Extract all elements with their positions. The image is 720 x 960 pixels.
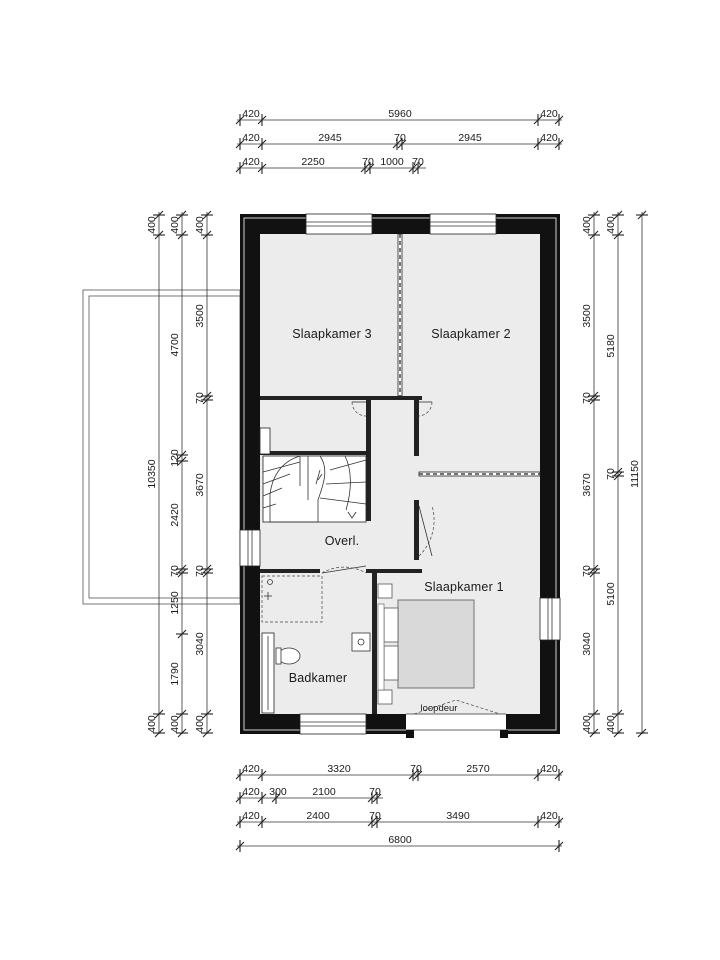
dim-right-mid-e: 400 xyxy=(605,715,617,733)
dim-left-outer-b: 10350 xyxy=(146,459,158,488)
dim-top-r2-c: 70 xyxy=(394,132,406,144)
label-slaapkamer-1: Slaapkamer 1 xyxy=(424,580,504,594)
dim-left-mid-b: 4700 xyxy=(169,333,181,357)
label-slaapkamer-2: Slaapkamer 2 xyxy=(431,327,511,341)
label-slaapkamer-3: Slaapkamer 3 xyxy=(292,327,372,341)
dim-top-r2-a: 420 xyxy=(242,132,260,144)
dim-left-inner-f: 3040 xyxy=(194,632,206,656)
right-dimensions: 400 3500 70 3670 70 3040 400 400 5180 70… xyxy=(581,210,648,738)
dim-bot-r3-e: 420 xyxy=(540,810,558,822)
top-dimensions: 420 5960 420 420 2945 70 2945 420 420 22… xyxy=(235,108,564,174)
dim-top-r1-c: 420 xyxy=(540,108,558,120)
dim-left-mid-f: 1250 xyxy=(169,591,181,615)
dim-right-inner-d: 3670 xyxy=(581,473,593,497)
dim-bot-r3-a: 420 xyxy=(242,810,260,822)
dim-bot-r2-d: 70 xyxy=(369,786,381,798)
dim-right-inner-b: 3500 xyxy=(581,304,593,328)
dim-bot-r2-b: 300 xyxy=(269,786,287,798)
dim-bot-r3-d: 3490 xyxy=(446,810,470,822)
dim-right-total: 11150 xyxy=(629,460,641,488)
door-swings xyxy=(321,401,435,574)
dim-left-mid-c: 120 xyxy=(169,449,181,467)
dim-top-r2-d: 2945 xyxy=(458,132,482,144)
windows xyxy=(239,213,561,735)
dim-left-mid-e: 70 xyxy=(169,565,181,577)
dim-top-r3-e: 70 xyxy=(412,156,424,168)
room-labels: Slaapkamer 3 Slaapkamer 2 Overl. Slaapka… xyxy=(289,327,511,714)
dim-left-inner-d: 3670 xyxy=(194,473,206,497)
dim-top-r1-a: 420 xyxy=(242,108,260,120)
bathroom-fixtures xyxy=(261,575,371,665)
dim-top-r1-b: 5960 xyxy=(388,108,412,120)
dim-left-inner-g: 400 xyxy=(194,715,206,733)
dim-bot-r1-c: 70 xyxy=(410,763,422,775)
loopdeur-opening xyxy=(406,699,508,738)
dim-bot-r3-b: 2400 xyxy=(306,810,330,822)
dim-left-inner-e: 70 xyxy=(194,565,206,577)
dim-right-inner-a: 400 xyxy=(581,216,593,234)
dim-left-outer-c: 400 xyxy=(146,715,158,733)
dim-right-mid-c: 70 xyxy=(605,468,617,480)
label-loopdeur: loopdeur xyxy=(421,703,458,714)
label-overloop: Overl. xyxy=(325,534,360,548)
dim-left-mid-a: 400 xyxy=(169,216,181,234)
staircase xyxy=(262,455,367,523)
interior-walls xyxy=(259,233,541,714)
dim-right-inner-e: 70 xyxy=(581,565,593,577)
dim-right-inner-c: 70 xyxy=(581,392,593,404)
bottom-dimensions: 420 3320 70 2570 420 420 300 2100 70 420… xyxy=(235,763,564,852)
left-dimensions: 400 10350 400 400 4700 120 2420 70 1250 … xyxy=(146,210,213,738)
dim-bot-r1-b: 3320 xyxy=(327,763,351,775)
dim-left-outer-a: 400 xyxy=(146,216,158,234)
dim-right-mid-a: 400 xyxy=(605,216,617,234)
dim-top-r3-c: 70 xyxy=(362,156,374,168)
dim-bot-r1-a: 420 xyxy=(242,763,260,775)
dim-left-inner-b: 3500 xyxy=(194,304,206,328)
dim-bot-r3-c: 70 xyxy=(369,810,381,822)
dim-left-inner-c: 70 xyxy=(194,392,206,404)
dim-top-r3-d: 1000 xyxy=(380,156,404,168)
dim-right-inner-f: 3040 xyxy=(581,632,593,656)
dim-top-r2-e: 420 xyxy=(540,132,558,144)
label-badkamer: Badkamer xyxy=(289,671,348,685)
dim-bot-r1-e: 420 xyxy=(540,763,558,775)
dim-left-mid-h: 400 xyxy=(169,715,181,733)
dim-right-mid-d: 5100 xyxy=(605,582,617,606)
bed xyxy=(377,583,475,705)
dim-left-mid-d: 2420 xyxy=(169,503,181,527)
dim-bot-r1-d: 2570 xyxy=(466,763,490,775)
dim-top-r3-b: 2250 xyxy=(301,156,325,168)
dim-left-mid-g: 1790 xyxy=(169,662,181,686)
dim-bot-r2-c: 2100 xyxy=(312,786,336,798)
dim-bot-r2-a: 420 xyxy=(242,786,260,798)
dim-right-mid-b: 5180 xyxy=(605,334,617,358)
balcony-outline xyxy=(82,289,241,605)
dim-bot-total: 6800 xyxy=(388,834,412,846)
dim-top-r2-b: 2945 xyxy=(318,132,342,144)
dim-top-r3-a: 420 xyxy=(242,156,260,168)
dim-right-inner-g: 400 xyxy=(581,715,593,733)
dim-left-inner-a: 400 xyxy=(194,216,206,234)
